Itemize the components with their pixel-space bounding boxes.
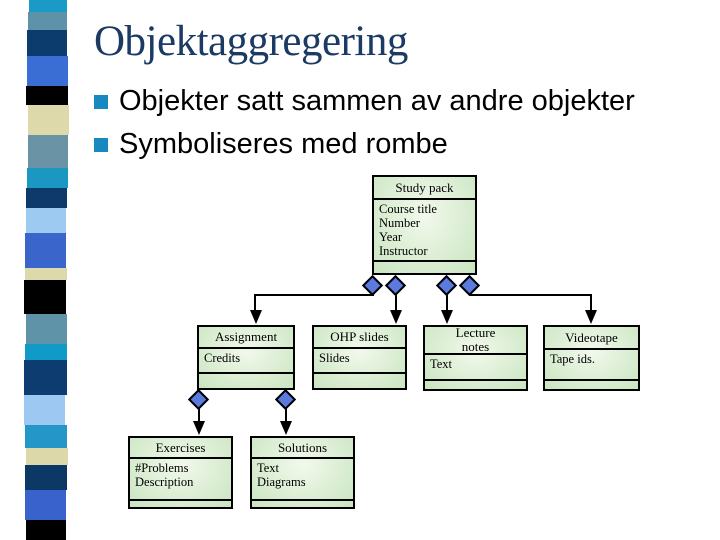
uml-box-title: Videotape xyxy=(545,327,638,350)
bullet-square-icon xyxy=(94,138,108,152)
strip-block xyxy=(28,105,69,135)
arrowhead-icon xyxy=(250,310,262,324)
aggregation-diamond-icon xyxy=(435,274,458,297)
bullet-list: Objekter satt sammen av andre objekter S… xyxy=(94,84,704,170)
uml-box-title: Exercises xyxy=(130,438,231,459)
connector-line xyxy=(285,407,287,423)
strip-block xyxy=(26,448,68,465)
strip-block xyxy=(29,0,67,12)
arrowhead-icon xyxy=(441,310,453,324)
arrowhead-icon xyxy=(390,310,402,324)
aggregation-diamond-icon xyxy=(274,388,297,411)
connector-line xyxy=(590,294,592,312)
strip-block xyxy=(27,168,68,188)
uml-box-attributes: Course title Number Year Instructor xyxy=(374,200,475,262)
bullet-item: Symboliseres med rombe xyxy=(94,127,704,161)
uml-box-attributes: #Problems Description xyxy=(130,459,231,501)
aggregation-diamond-icon xyxy=(187,388,210,411)
connector-line xyxy=(395,294,397,312)
arrowhead-icon xyxy=(280,421,292,435)
strip-block xyxy=(26,520,66,540)
uml-box-operations-empty xyxy=(252,501,353,507)
uml-box-operations-empty xyxy=(314,374,405,388)
bullet-item: Objekter satt sammen av andre objekter xyxy=(94,84,704,118)
aggregation-diamond-icon xyxy=(458,274,481,297)
strip-block xyxy=(25,268,67,280)
strip-block xyxy=(25,233,66,268)
uml-box-attributes: Credits xyxy=(199,349,293,374)
uml-box-attributes: Slides xyxy=(314,349,405,374)
decorative-side-strip xyxy=(24,0,84,540)
strip-block xyxy=(28,135,68,168)
strip-block xyxy=(24,360,67,395)
uml-box-operations-empty xyxy=(199,374,293,388)
strip-block xyxy=(24,395,65,425)
strip-block xyxy=(25,344,67,360)
arrowhead-icon xyxy=(193,421,205,435)
strip-block xyxy=(27,56,68,86)
uml-box-attributes: Text xyxy=(425,355,526,381)
strip-block xyxy=(25,465,67,490)
strip-block xyxy=(27,30,67,56)
bullet-text: Symboliseres med rombe xyxy=(119,128,448,160)
bullet-square-icon xyxy=(94,95,108,109)
strip-block xyxy=(28,12,67,30)
strip-block xyxy=(26,86,68,105)
strip-block xyxy=(26,188,67,208)
arrowhead-icon xyxy=(585,310,597,324)
uml-box-operations-empty xyxy=(374,262,475,273)
strip-block xyxy=(26,208,66,233)
uml-box-title: OHP slides xyxy=(314,327,405,349)
uml-box-title: Study pack xyxy=(374,177,475,200)
connector-line xyxy=(255,294,374,296)
connector-line xyxy=(254,294,256,312)
strip-block xyxy=(24,280,66,314)
aggregation-diamond-icon xyxy=(361,274,384,297)
bullet-text: Objekter satt sammen av andre objekter xyxy=(119,85,635,117)
uml-box-operations-empty xyxy=(545,381,638,389)
strip-block xyxy=(26,314,67,344)
connector-line xyxy=(446,294,448,312)
uml-box-attributes: Text Diagrams xyxy=(252,459,353,501)
aggregation-diamond-icon xyxy=(384,274,407,297)
uml-box-title: Assignment xyxy=(199,327,293,349)
strip-block xyxy=(25,425,67,448)
uml-box-operations-empty xyxy=(425,381,526,389)
connector-line xyxy=(198,407,200,423)
connector-line xyxy=(469,294,592,296)
strip-block xyxy=(25,490,66,520)
slide-title: Objektaggregering xyxy=(94,18,408,65)
uml-box-attributes: Tape ids. xyxy=(545,350,638,381)
uml-box-operations-empty xyxy=(130,501,231,507)
uml-box-exercises: Exercises#Problems Description xyxy=(128,436,233,509)
uml-box-title: Solutions xyxy=(252,438,353,459)
uml-box-title: Lecture notes xyxy=(425,326,526,355)
